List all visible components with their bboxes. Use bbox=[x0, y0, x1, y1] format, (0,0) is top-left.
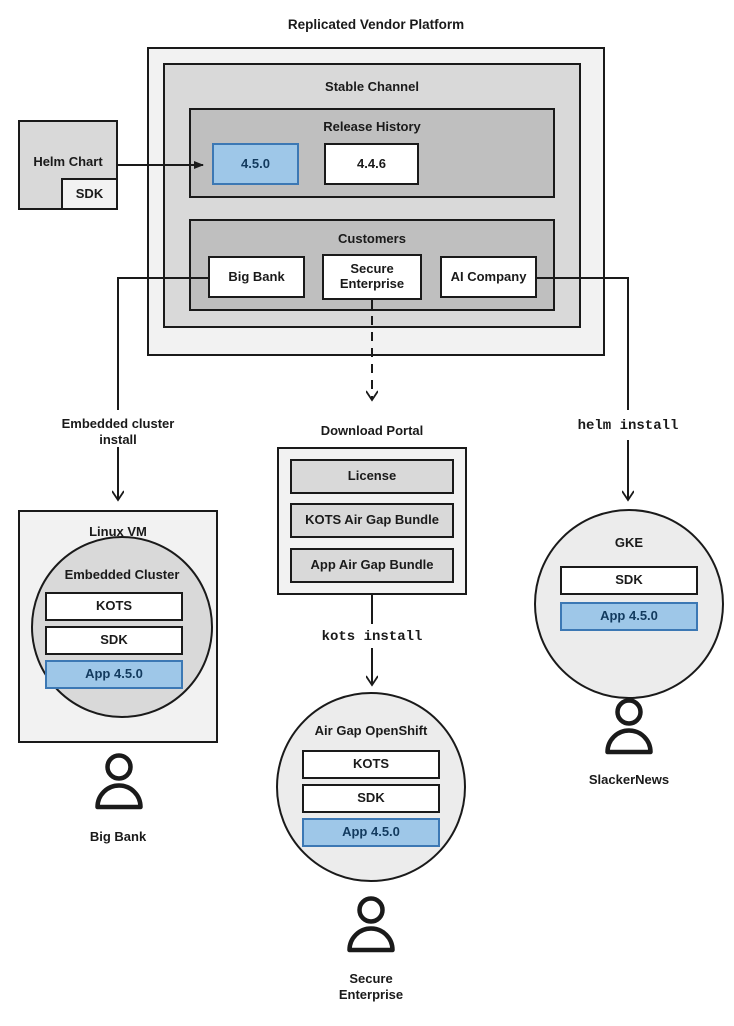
linuxvm-component-app[interactable]: App 4.5.0 bbox=[45, 660, 183, 689]
gke-component-app[interactable]: App 4.5.0 bbox=[560, 602, 698, 631]
linuxvm-component-kots[interactable]: KOTS bbox=[45, 592, 183, 621]
kots-install-label: kots install bbox=[321, 629, 423, 645]
secure-enterprise-person-icon bbox=[347, 896, 395, 953]
customer-big-bank[interactable]: Big Bank bbox=[208, 256, 305, 298]
customers-title: Customers bbox=[338, 231, 406, 246]
big-bank-customer-label: Big Bank bbox=[89, 829, 147, 844]
linuxvm-component-sdk[interactable]: SDK bbox=[45, 626, 183, 655]
customer-ai-company[interactable]: AI Company bbox=[440, 256, 537, 298]
slackernews-customer-label: SlackerNews bbox=[588, 772, 670, 787]
openshift-component-sdk[interactable]: SDK bbox=[302, 784, 440, 813]
stable-channel-title: Stable Channel bbox=[325, 79, 419, 94]
release-card-4-5-0[interactable]: 4.5.0 bbox=[212, 143, 299, 185]
openshift-component-kots[interactable]: KOTS bbox=[302, 750, 440, 779]
artifact-license[interactable]: License bbox=[290, 459, 454, 494]
release-history-title: Release History bbox=[323, 119, 421, 134]
helm-install-label: helm install bbox=[577, 418, 679, 434]
page-title: Replicated Vendor Platform bbox=[287, 17, 465, 32]
download-portal-title: Download Portal bbox=[320, 423, 424, 438]
openshift-component-app[interactable]: App 4.5.0 bbox=[302, 818, 440, 847]
customer-secure-enterprise[interactable]: Secure Enterprise bbox=[322, 254, 422, 300]
artifact-app-air-gap-bundle[interactable]: App Air Gap Bundle bbox=[290, 548, 454, 583]
secure-enterprise-customer-label: Secure Enterprise bbox=[338, 971, 404, 1002]
embedded-cluster-install-label: Embedded cluster install bbox=[61, 416, 175, 447]
big-bank-person-icon bbox=[95, 753, 143, 810]
release-card-4-4-6[interactable]: 4.4.6 bbox=[324, 143, 419, 185]
gke-component-sdk[interactable]: SDK bbox=[560, 566, 698, 595]
artifact-kots-air-gap-bundle[interactable]: KOTS Air Gap Bundle bbox=[290, 503, 454, 538]
slackernews-person-icon bbox=[605, 698, 653, 755]
helm-chart-sdk-box: SDK bbox=[61, 178, 118, 210]
helm-chart-label: Helm Chart bbox=[33, 154, 103, 169]
